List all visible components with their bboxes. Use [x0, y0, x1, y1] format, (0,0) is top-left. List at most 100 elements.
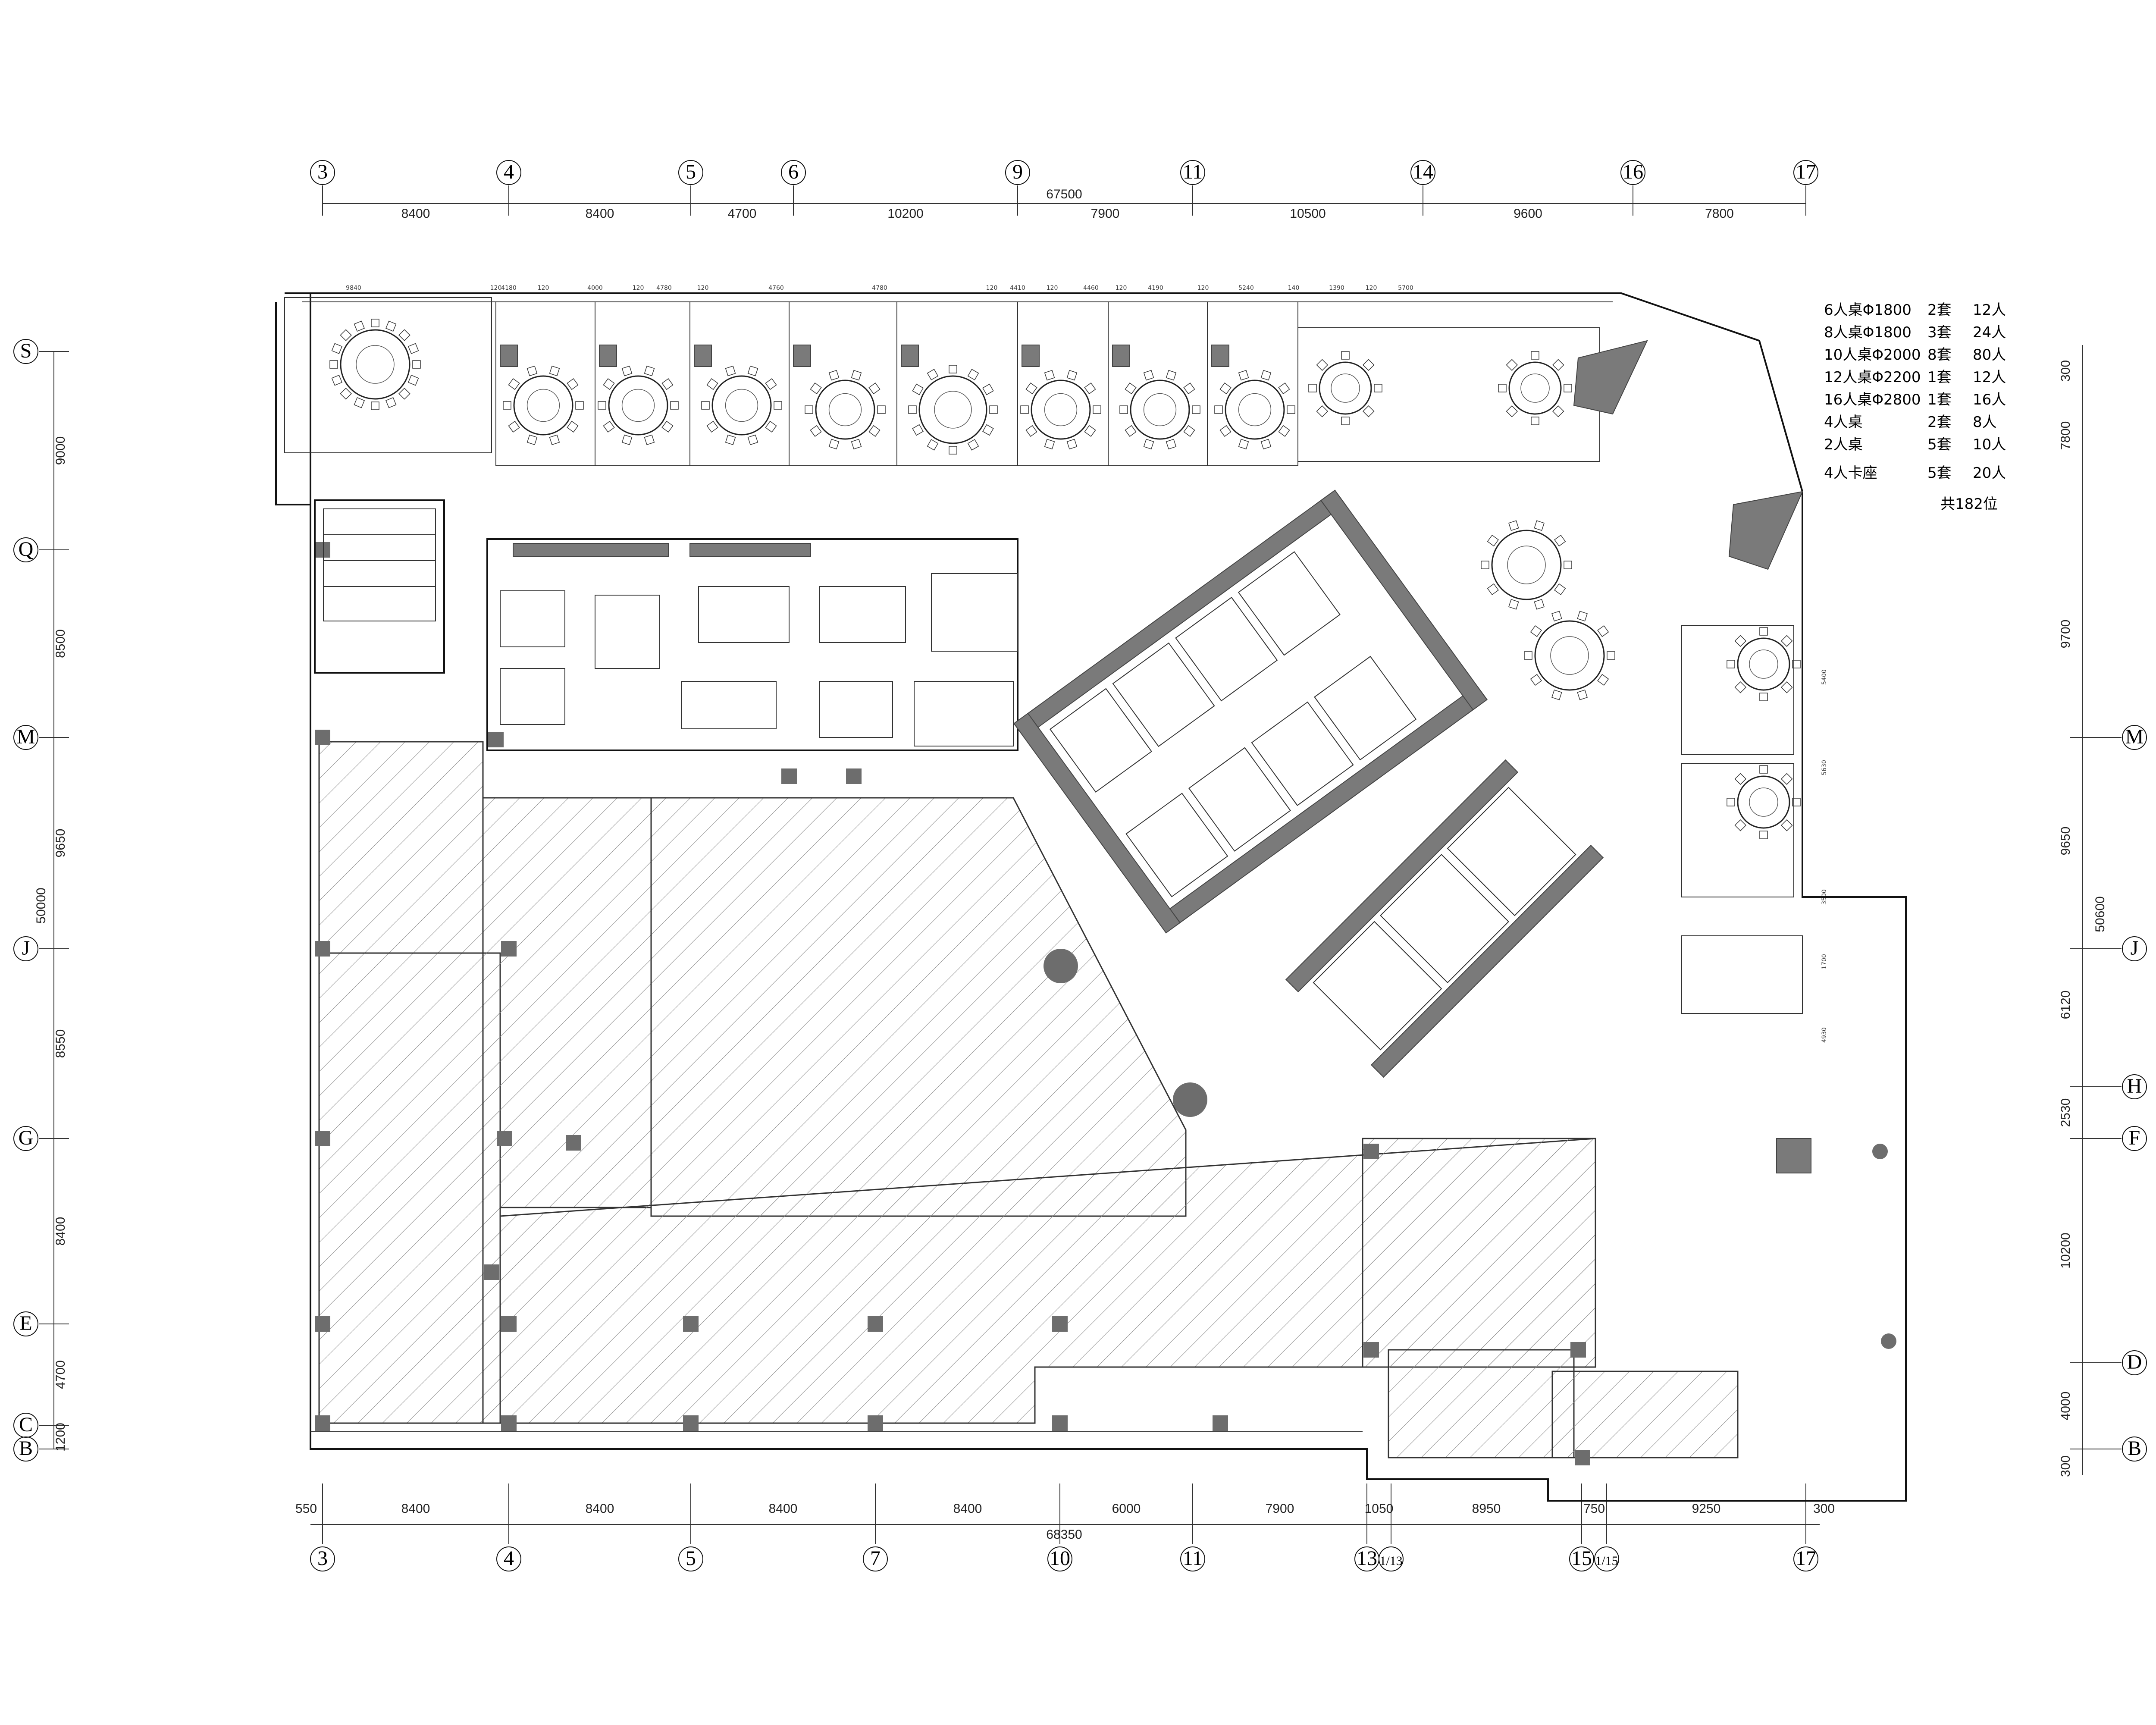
dim-value: 8400 — [586, 207, 614, 221]
dim-value: 8500 — [53, 629, 68, 658]
chair — [949, 446, 957, 455]
round-table — [1031, 380, 1091, 440]
chair — [1780, 773, 1793, 785]
sub-dim: 5630 — [1821, 760, 1828, 775]
chair — [1554, 583, 1566, 596]
axis-label: M — [17, 725, 35, 748]
chair — [508, 420, 520, 433]
chair — [912, 424, 924, 436]
column — [315, 730, 330, 745]
chair — [1792, 660, 1801, 668]
chair — [1551, 690, 1562, 700]
chair — [828, 439, 840, 450]
round-table — [608, 375, 668, 436]
private-dining-room — [495, 301, 595, 466]
axis-label: G — [19, 1126, 34, 1149]
dim-total: 68350 — [1046, 1527, 1082, 1542]
axis-bubble — [1793, 1546, 1818, 1571]
chair — [1727, 660, 1735, 668]
pillar — [1211, 345, 1229, 367]
axis-bubble — [13, 1126, 38, 1151]
axis-bubble — [2122, 1350, 2147, 1375]
dim-value: 7900 — [1091, 207, 1120, 221]
axis-bubble — [1047, 1546, 1072, 1571]
chair — [747, 365, 758, 376]
column — [315, 1131, 330, 1146]
axis-bubble — [13, 1436, 38, 1462]
chair — [398, 329, 411, 341]
chair — [1530, 625, 1542, 637]
axis-label: 10 — [1050, 1547, 1070, 1570]
chair — [1577, 690, 1588, 700]
chair — [331, 374, 343, 386]
round-table — [711, 375, 772, 436]
chair — [1214, 405, 1223, 414]
dim-value: 10500 — [1290, 207, 1326, 221]
axis-bubble — [13, 936, 38, 961]
round-column — [1044, 949, 1078, 983]
axis-label: J — [2131, 937, 2139, 960]
axis-label: 4 — [504, 160, 514, 183]
chair — [989, 405, 998, 414]
chair — [967, 369, 979, 380]
lazy-susan — [1044, 393, 1078, 427]
dim-value: 1200 — [53, 1423, 68, 1452]
column — [868, 1415, 883, 1431]
chair — [1534, 520, 1545, 531]
lazy-susan — [1507, 546, 1546, 584]
dining-room-east — [1297, 327, 1600, 462]
legend-type: 12人桌Φ2200 — [1824, 369, 1921, 386]
chair — [1551, 611, 1562, 621]
hatched-areas — [318, 741, 1739, 1458]
private-dining-room — [689, 301, 790, 466]
axis-label: 6 — [788, 160, 799, 183]
axis-label: 17 — [1796, 160, 1816, 183]
legend-sets: 3套 — [1927, 324, 1952, 341]
chair — [868, 383, 881, 395]
chair — [1084, 425, 1096, 437]
column — [315, 941, 330, 957]
column — [1052, 1415, 1068, 1431]
elevator-block — [1285, 759, 1604, 1078]
axis-label: 7 — [870, 1547, 881, 1570]
axis-label: 15 — [1571, 1547, 1592, 1570]
round-table — [1534, 620, 1605, 691]
sub-dim: 140 — [1288, 285, 1300, 292]
chair — [967, 439, 979, 451]
lazy-susan — [1520, 373, 1550, 403]
sub-dim: 1390 — [1329, 285, 1344, 292]
column — [497, 1131, 512, 1146]
lazy-susan — [1238, 393, 1272, 427]
legend-sets: 1套 — [1927, 369, 1952, 386]
axis-bubble — [310, 1546, 335, 1571]
chair — [851, 370, 862, 381]
chair — [1260, 370, 1272, 381]
axis-label: 9 — [1012, 160, 1023, 183]
column — [566, 1135, 581, 1151]
chair — [1577, 611, 1588, 621]
chair — [575, 401, 584, 410]
axis-bubble — [13, 339, 38, 364]
round-table — [1737, 637, 1790, 691]
chair — [1044, 370, 1055, 381]
axis-bubble — [2122, 725, 2147, 750]
lazy-susan — [1550, 636, 1589, 675]
chair — [1780, 635, 1793, 647]
chair — [385, 397, 397, 408]
chair — [385, 320, 397, 332]
legend-people: 80人 — [1973, 346, 2006, 364]
axis-label: F — [2129, 1126, 2140, 1149]
sub-dim: 120 — [986, 285, 998, 292]
dim-value: 6120 — [2059, 991, 2073, 1019]
chair — [1219, 425, 1232, 437]
sub-dim: 1700 — [1821, 954, 1828, 969]
chair — [1508, 520, 1519, 531]
lazy-susan — [1749, 649, 1778, 679]
chair — [1308, 384, 1317, 392]
sub-dim: 4460 — [1083, 285, 1099, 292]
dim-value: 8950 — [1472, 1502, 1501, 1516]
sub-dim: 5700 — [1398, 285, 1413, 292]
axis-bubble — [13, 537, 38, 562]
